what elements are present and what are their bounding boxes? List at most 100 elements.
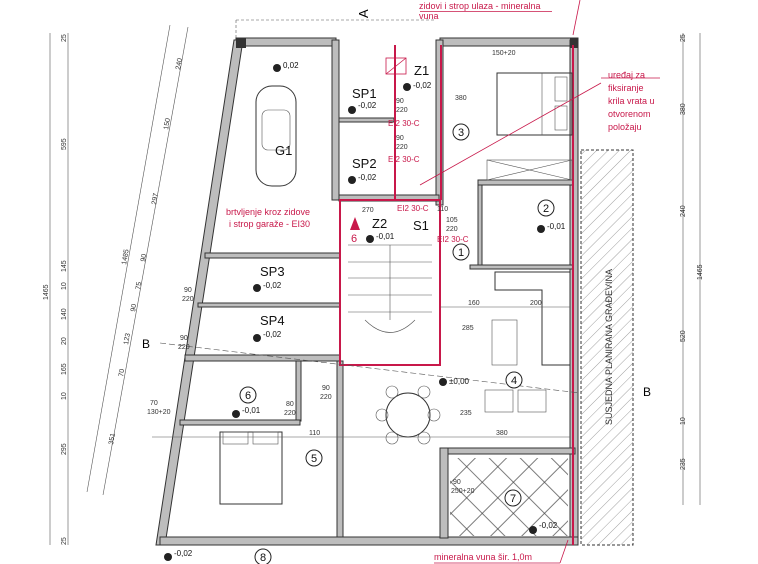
room-label-z1: Z1 <box>414 63 429 78</box>
level-room2: -0,01 <box>547 222 566 231</box>
door-height: 220 <box>396 107 408 114</box>
dim: 295 <box>61 443 68 455</box>
room-number-6: 6 <box>245 390 251 402</box>
dim: 240 <box>680 205 687 217</box>
dim: 20 <box>61 337 68 345</box>
bed-icon <box>486 72 573 181</box>
door-device-note-line: krila vrata u <box>608 96 655 106</box>
door-width: 90 <box>396 135 404 142</box>
dim-total: 1485 <box>121 249 131 266</box>
level-sp1: -0,02 <box>358 101 377 110</box>
room-numbers: 1 2 3 4 5 6 7 8 <box>239 123 555 564</box>
bed-icon <box>219 431 283 505</box>
entrance-insulation-note: zidovi i strop ulaza - mineralna vuna <box>419 1 541 21</box>
dim: 380 <box>680 103 687 115</box>
stairs <box>348 244 432 333</box>
dim-total: 1465 <box>697 264 704 280</box>
dim: 285 <box>462 325 474 332</box>
room-label-z2: Z2 <box>372 216 387 231</box>
room-number-1: 1 <box>458 247 464 259</box>
dim: 380 <box>455 95 467 102</box>
door-height: 220 <box>446 226 458 233</box>
door-tags: 90 220 90 220 105 220 90 220 80 220 70 1… <box>147 50 516 495</box>
dim: 140 <box>61 308 68 320</box>
section-marker-a: A <box>356 9 371 18</box>
dim: 380 <box>496 430 508 437</box>
door-device-note-line: uređaj za <box>608 70 645 80</box>
fire-annotations: zidovi i strop ulaza - mineralna vuna ur… <box>226 0 660 564</box>
room-number-5: 5 <box>311 453 317 465</box>
room-number-2: 2 <box>543 203 549 215</box>
fire-door-rating: EI2 30-C <box>388 155 420 164</box>
dim: 70 <box>118 368 126 377</box>
interior-walls <box>179 39 576 539</box>
door-height: 250+20 <box>451 488 475 495</box>
level-sp3: -0,02 <box>263 281 282 290</box>
window-height: 150+20 <box>492 50 516 57</box>
door-height: 220 <box>178 344 190 351</box>
dim: 110 <box>309 430 320 437</box>
stair-enclosure: 6 <box>339 45 574 545</box>
level-sp4: -0,02 <box>263 330 282 339</box>
dim: 165 <box>61 363 68 375</box>
door-width: 105 <box>446 217 458 224</box>
dim: 25 <box>61 537 68 545</box>
door-height: 220 <box>182 296 194 303</box>
fire-extinguisher-icon <box>350 217 360 230</box>
dim-total: 1465 <box>43 284 50 300</box>
dim: 520 <box>680 330 687 342</box>
neighbor-building: SUSJEDNA PLANIRANA GRAĐEVINA <box>580 149 634 546</box>
dim: 25 <box>61 34 68 42</box>
dim: 10 <box>61 282 68 290</box>
room-label-sp3: SP3 <box>260 264 285 279</box>
floor-levels: 0,02 -0,02 -0,02 -0,02 -0,01 -0,02 -0,02… <box>164 61 566 561</box>
dim: 10 <box>61 392 68 400</box>
dim: 297 <box>151 193 160 206</box>
mineral-wool-note: mineralna vuna šir. 1,0m <box>434 552 532 562</box>
fire-door-rating: EI2 30-C <box>397 204 429 213</box>
dim: 150 <box>163 118 172 131</box>
door-width: 90 <box>322 385 330 392</box>
dim: 160 <box>468 300 480 307</box>
left-dimension-chains: 1465 25 595 145 10 140 20 165 10 295 25 … <box>43 24 189 545</box>
level-room8: -0,02 <box>174 549 193 558</box>
door-device-note-line: fiksiranje <box>608 83 644 93</box>
door-height: 220 <box>396 144 408 151</box>
dim: 90 <box>130 303 138 312</box>
dim: 200 <box>530 300 542 307</box>
dining-table-icon <box>375 385 441 445</box>
dim: 240 <box>175 58 184 71</box>
garage-sealing-note-line: brtvljenje kroz zidove <box>226 207 310 217</box>
dim: 110 <box>437 206 448 213</box>
room-label-sp1: SP1 <box>352 86 377 101</box>
dim: 10 <box>680 417 687 425</box>
dim: 270 <box>362 207 374 214</box>
dim: 235 <box>460 410 472 417</box>
fire-door-rating: EI2 30-C <box>437 235 469 244</box>
room-label-sp2: SP2 <box>352 156 377 171</box>
dim: 595 <box>61 138 68 150</box>
right-dimension-chains: 25 380 240 520 10 235 1465 <box>680 33 704 505</box>
dim: 145 <box>61 260 68 272</box>
door-height: 220 <box>284 410 296 417</box>
section-marker-b-right: B <box>643 385 651 399</box>
stair-number: 6 <box>351 233 357 245</box>
room-number-3: 3 <box>458 127 464 139</box>
dim: 351 <box>108 433 117 446</box>
car-icon <box>255 85 297 187</box>
door-width: 90 <box>180 335 188 342</box>
sofa-icon <box>484 271 571 413</box>
room-labels: G1 SP1 SP2 SP3 SP4 Z1 Z2 S1 <box>260 63 429 328</box>
level-room6: -0,01 <box>242 406 261 415</box>
fire-door-rating: EI2 30-C <box>388 119 420 128</box>
level-garage: 0,02 <box>283 61 299 70</box>
dim: 123 <box>123 333 132 346</box>
garage-sealing-note-line: i strop garaže - EI30 <box>229 219 310 229</box>
room-label-sp4: SP4 <box>260 313 285 328</box>
room-number-7: 7 <box>510 493 516 505</box>
room-number-8: 8 <box>260 552 266 564</box>
level-sp2: -0,02 <box>358 173 377 182</box>
dim: 75 <box>135 281 143 290</box>
level-room7: -0,02 <box>539 521 558 530</box>
